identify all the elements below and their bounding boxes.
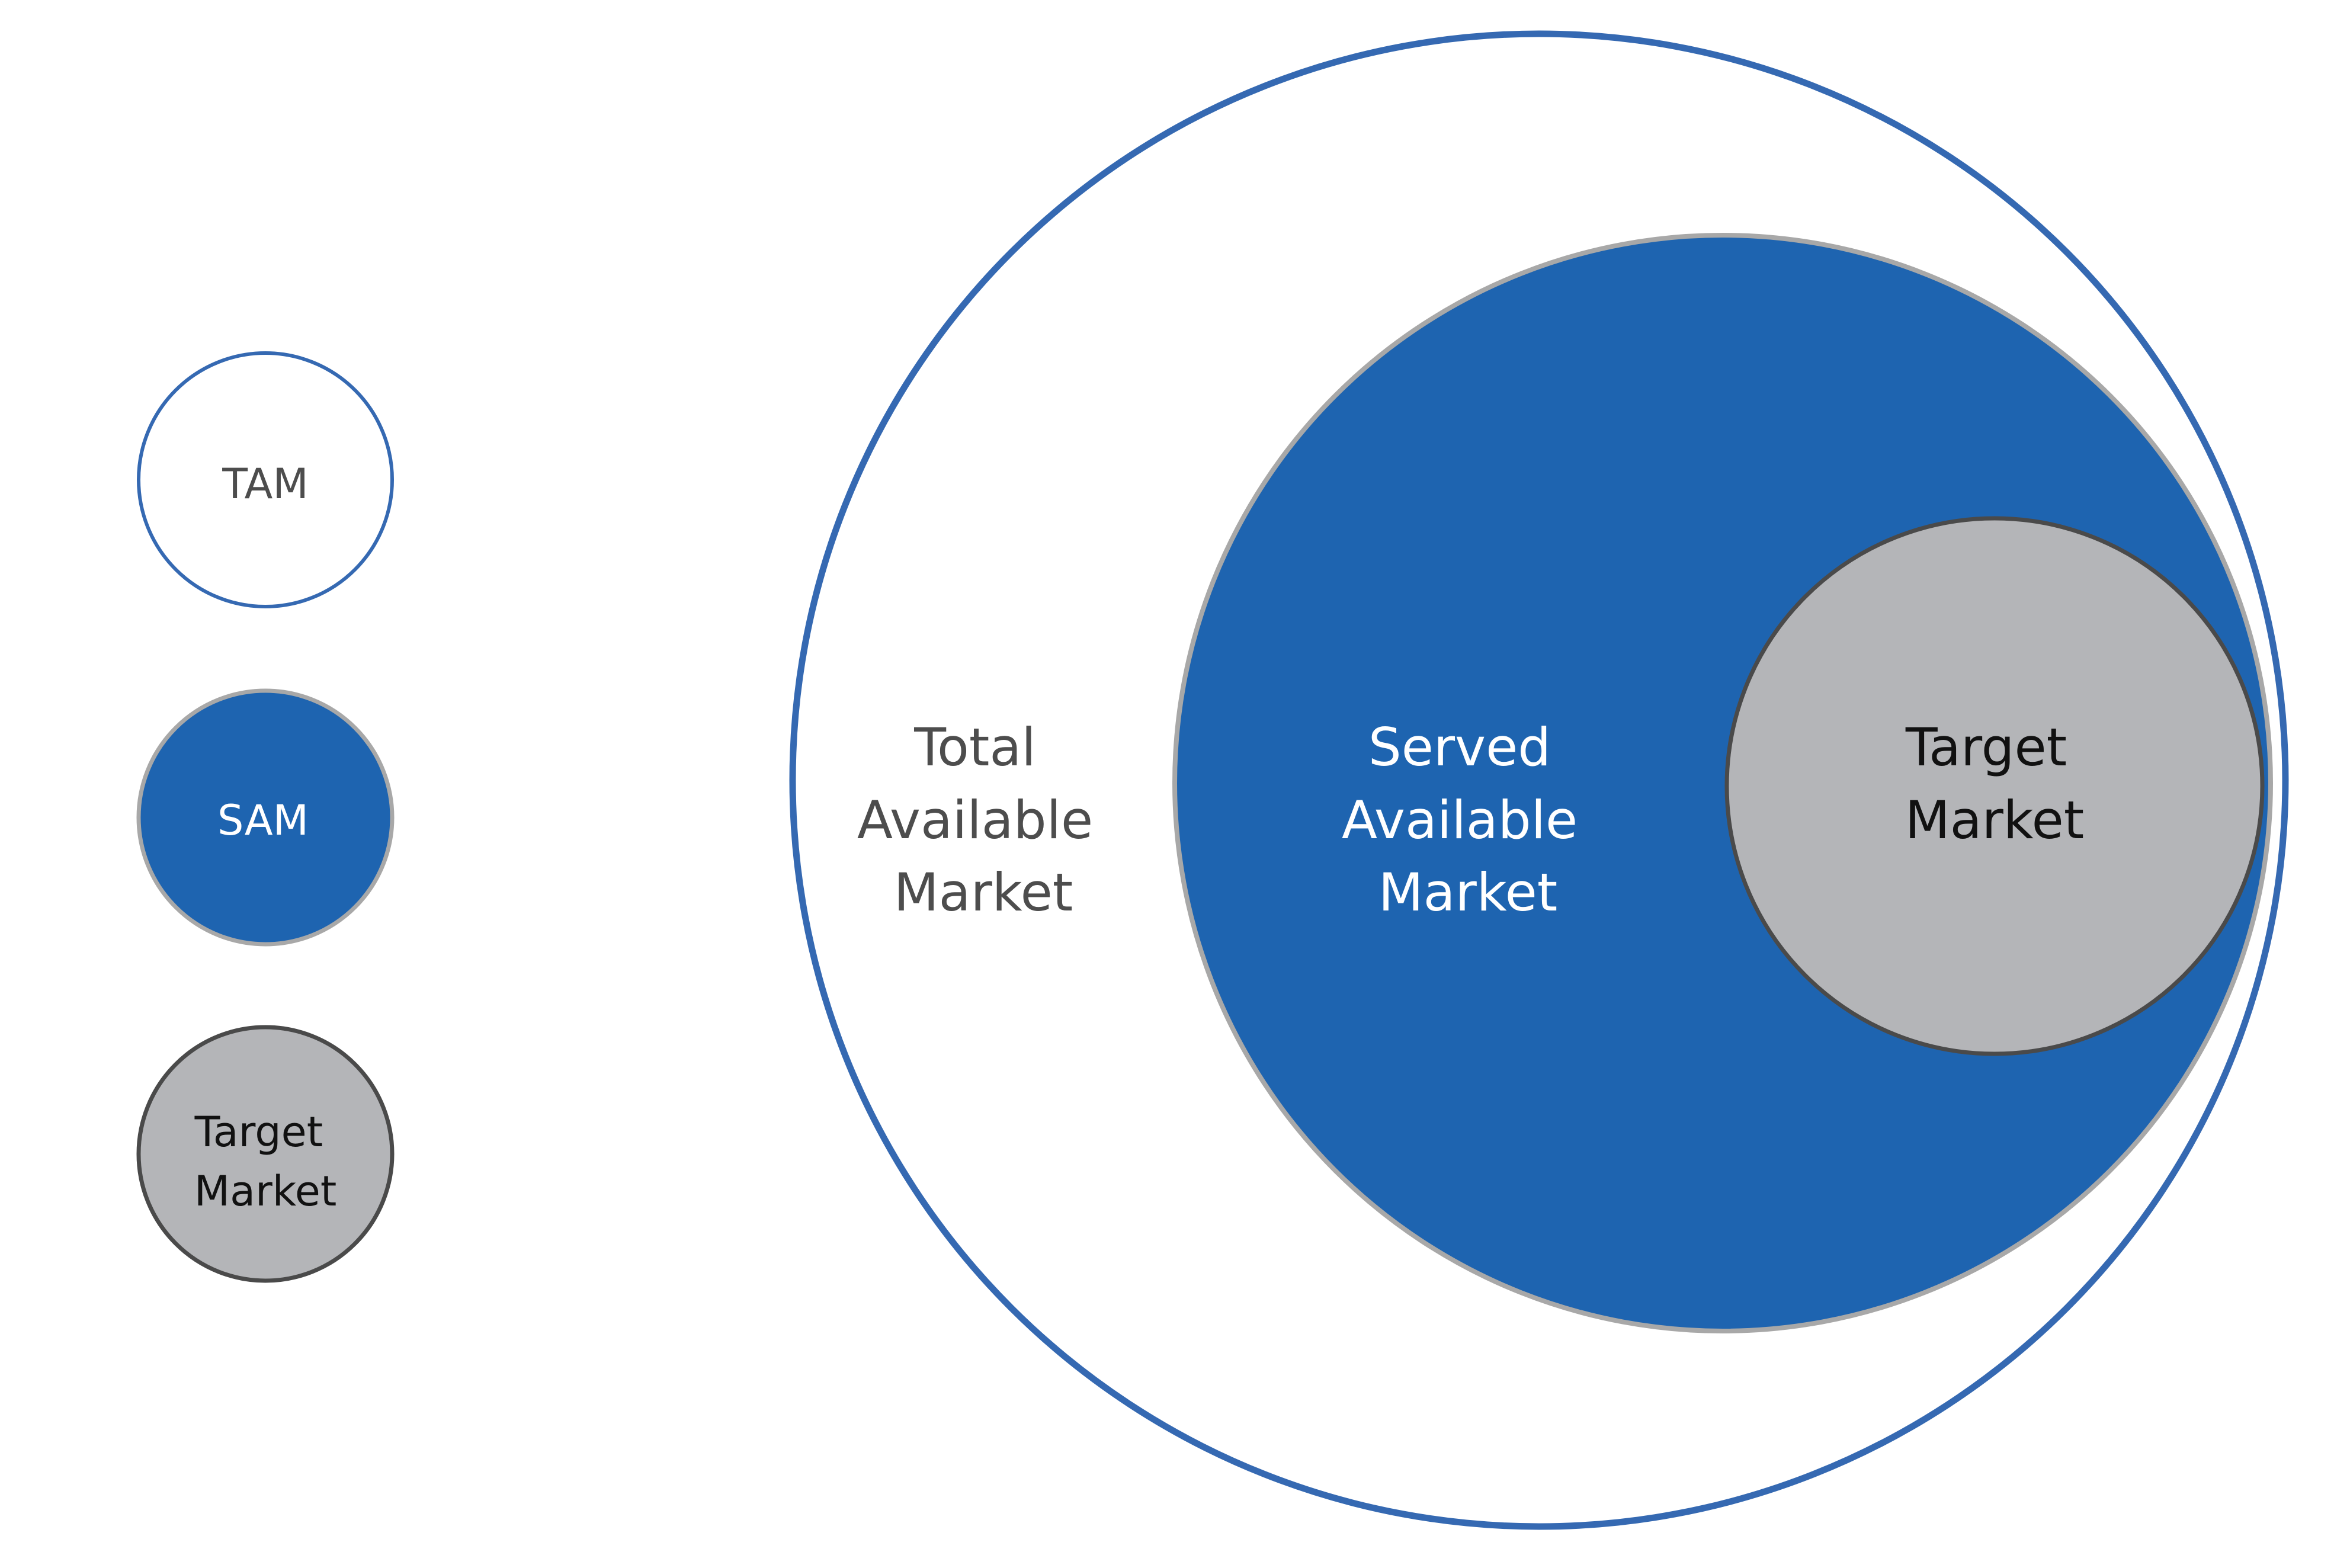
sam-label-line-2: Available — [1342, 790, 1578, 851]
legend-target-market-label: Target Market — [194, 1108, 337, 1216]
legend-tam-label: TAM — [222, 460, 309, 508]
sam-label-line-3: Market — [1378, 862, 1558, 923]
legend-target-market-line-2: Market — [194, 1167, 337, 1216]
tam-label-line-3: Market — [894, 862, 1073, 923]
sam-label-line-1: Served — [1368, 717, 1551, 778]
target-market-circle — [1724, 516, 2265, 1056]
legend-tam-circle — [137, 351, 394, 608]
target-market-label: Target Market — [1905, 717, 2085, 851]
legend-target-market-circle — [136, 1025, 395, 1283]
sam-label: Served Available Market — [1342, 717, 1594, 923]
legend: TAM SAM Target Market — [136, 351, 395, 1283]
target-market-label-line-1: Target — [1905, 717, 2067, 778]
legend-sam-circle — [136, 688, 395, 947]
tam-label-line-2: Available — [857, 790, 1093, 851]
legend-target-market-line-1: Target — [194, 1108, 323, 1156]
main-diagram: Total Available Market Served Available … — [789, 30, 2289, 1530]
legend-item-target-market: Target Market — [136, 1025, 395, 1283]
sam-circle — [1172, 233, 2273, 1333]
tam-label-line-1: Total — [913, 717, 1036, 778]
legend-item-tam: TAM — [137, 351, 394, 608]
legend-item-sam: SAM — [136, 688, 395, 947]
tam-label: Total Available Market — [857, 717, 1110, 923]
legend-sam-label: SAM — [217, 796, 309, 845]
target-market-label-line-2: Market — [1905, 790, 2085, 851]
